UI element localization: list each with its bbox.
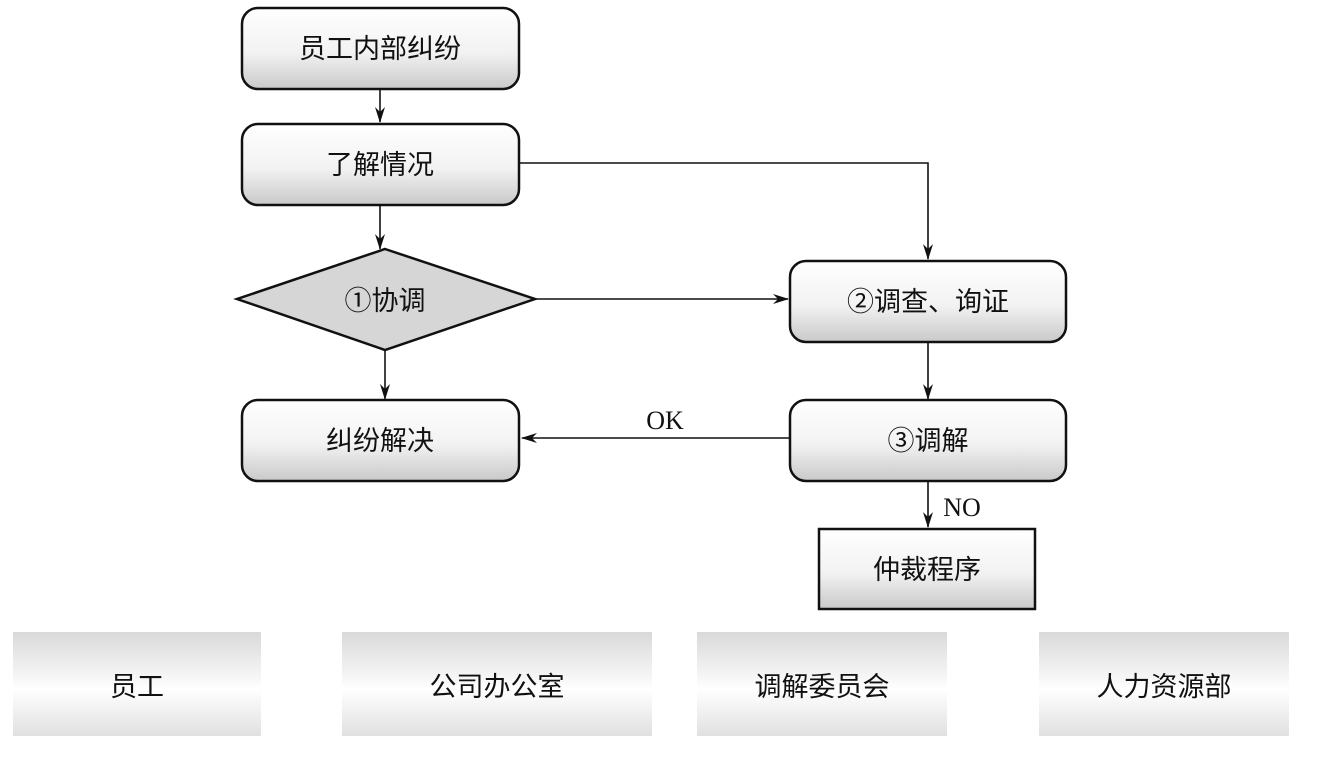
node-resolved: 纠纷解决	[240, 398, 521, 483]
lane-company-office: 公司办公室	[342, 632, 652, 736]
node-coordinate-label: ①协调	[345, 286, 426, 317]
node-dispute: 员工内部纠纷	[240, 6, 521, 91]
edge-understand-to-investigate	[520, 162, 933, 260]
node-mediate: ③调解	[788, 398, 1068, 483]
node-resolved-label: 纠纷解决	[326, 426, 434, 457]
connectors	[375, 89, 933, 528]
flowchart: OK NO 员工内部纠纷 了解情况 ①协调 ②调查、询证 纠纷解决 ③调解 仲裁…	[233, 6, 1068, 611]
lane-mediation-committee: 调解委员会	[697, 632, 947, 736]
edge-label-no: NO	[943, 493, 981, 522]
lane-hr-department: 人力资源部	[1039, 632, 1289, 736]
node-coordinate-decision: ①协调	[233, 247, 539, 352]
node-investigate: ②调查、询证	[788, 259, 1068, 344]
node-understand: 了解情况	[240, 122, 521, 207]
node-dispute-label: 员工内部纠纷	[299, 34, 461, 65]
node-arbitration: 仲裁程序	[817, 527, 1037, 611]
node-mediate-label: ③调解	[888, 426, 969, 457]
lane-employee: 员工	[13, 632, 261, 736]
node-investigate-label: ②调查、询证	[847, 287, 1009, 318]
node-arbitration-label: 仲裁程序	[873, 555, 981, 586]
edge-label-ok: OK	[646, 406, 684, 435]
node-understand-label: 了解情况	[326, 150, 434, 181]
